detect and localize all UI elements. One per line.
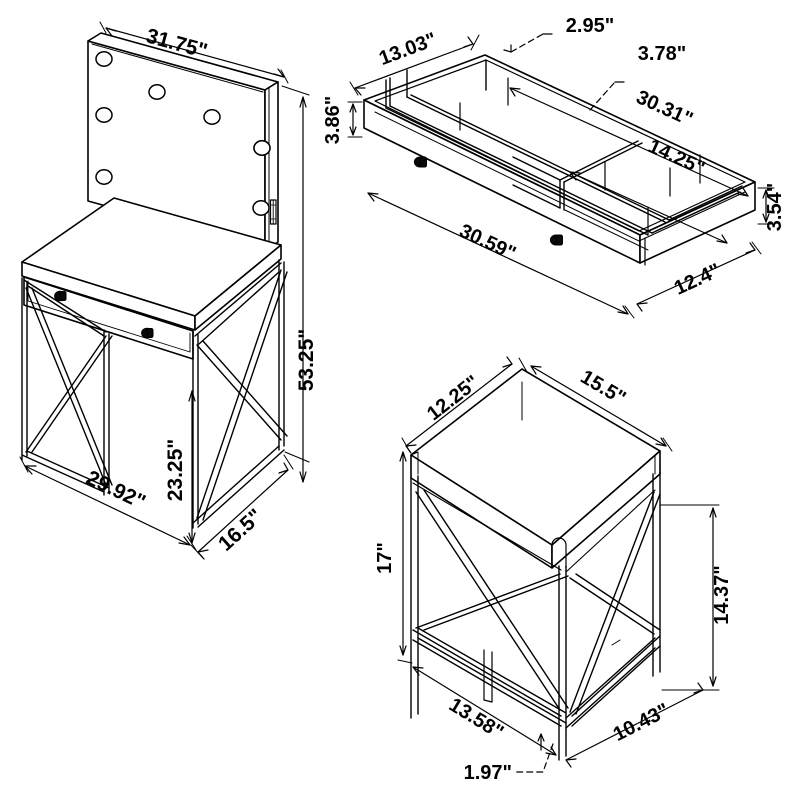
bulb-icon xyxy=(203,109,221,125)
vanity-desk-top xyxy=(21,197,282,331)
dimension-label-drawer-front-height: 3.54" xyxy=(764,183,786,231)
mirror-hinge-icon xyxy=(269,199,277,225)
vanity-leg-left xyxy=(21,277,113,496)
dimension-label-table-total-height: 17" xyxy=(374,542,396,574)
side-table-frame-right xyxy=(565,471,661,729)
dimension-label-table-leg-thickness: 1.97" xyxy=(464,762,512,784)
side-table-top xyxy=(410,368,661,569)
bulb-icon xyxy=(95,107,113,123)
dimension-label-drawer-divider-width: 2.95" xyxy=(566,15,614,37)
bulb-icon xyxy=(253,140,271,156)
figure-vanity-desk: 31.75" 53.25" 29.92" 23.25" 16.5" xyxy=(19,21,318,560)
dimension-label-table-frame-height: 14.37" xyxy=(711,565,733,625)
dimension-label-vanity-total-height: 53.25" xyxy=(295,329,318,392)
bulb-icon xyxy=(95,169,113,185)
knob-icon xyxy=(549,234,563,246)
dimension-label-vanity-desk-height: 23.25" xyxy=(164,439,187,502)
bulb-icon xyxy=(252,200,270,216)
drawer-tray-dividers xyxy=(385,59,743,251)
vanity-drawer-knobs xyxy=(54,290,154,339)
side-table-dimension-lines xyxy=(397,356,720,773)
drawer-dimension-lines xyxy=(347,33,775,319)
mirror-light-bulbs xyxy=(95,51,271,273)
knob-icon xyxy=(141,327,154,339)
dimension-label-drawer-compartment-height: 3.78" xyxy=(638,43,686,65)
drawer-tray-knobs xyxy=(413,156,563,246)
knob-icon xyxy=(413,156,427,168)
side-table-frame-left xyxy=(410,475,569,761)
drawer-tray-body xyxy=(363,54,756,266)
knob-icon xyxy=(54,290,67,302)
bulb-icon xyxy=(95,51,113,67)
bulb-icon xyxy=(148,84,166,100)
vanity-dimension-lines xyxy=(19,21,310,560)
dimension-label-drawer-side-height: 3.86" xyxy=(322,96,344,144)
vanity-leg-right xyxy=(192,259,288,529)
